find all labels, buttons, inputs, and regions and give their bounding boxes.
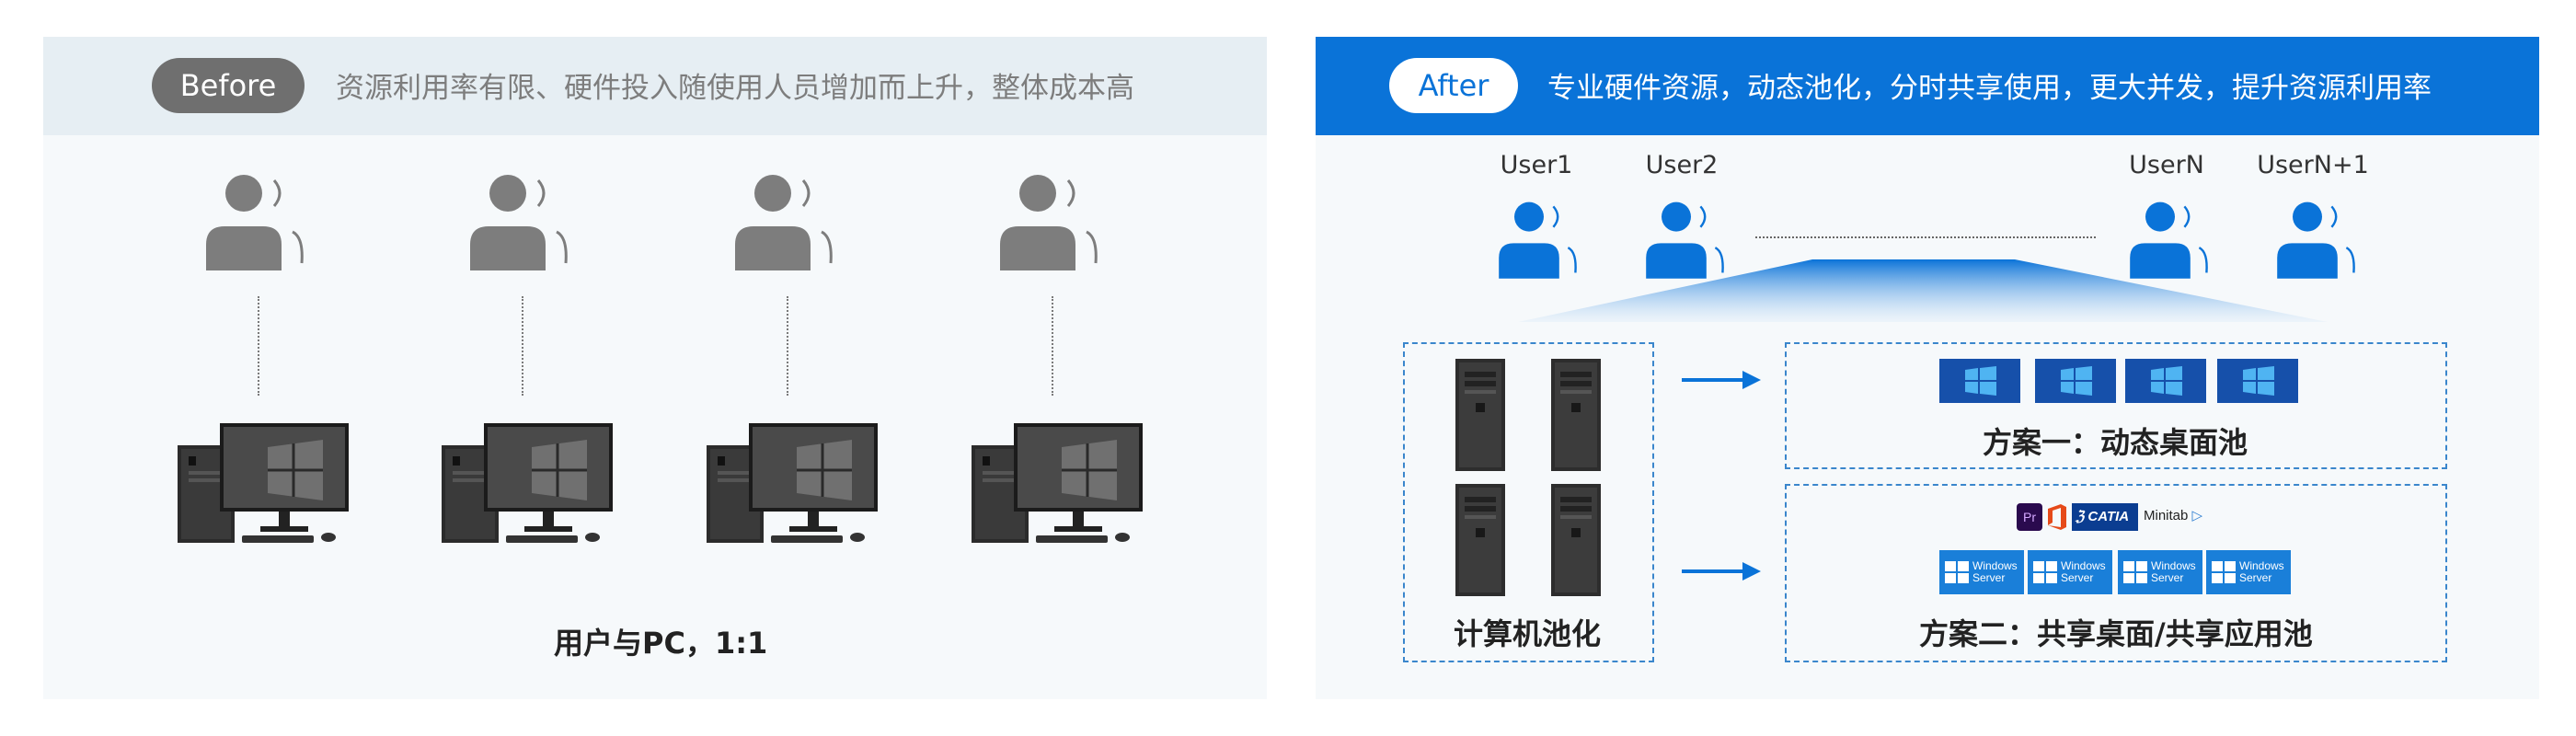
user-icon xyxy=(202,173,313,274)
user-icon xyxy=(731,173,842,274)
connector-line xyxy=(522,296,523,396)
after-badge: After xyxy=(1389,58,1518,113)
user-icon xyxy=(996,173,1107,274)
server-icon xyxy=(1455,484,1505,596)
windows-desktop-icon xyxy=(2125,359,2206,403)
user-label-n: UserN xyxy=(2102,151,2231,179)
arrow-right-icon xyxy=(1682,559,1761,583)
arrow-right-icon xyxy=(1682,368,1761,392)
before-badge: Before xyxy=(152,58,305,113)
connector-line xyxy=(258,296,259,396)
user-label-2: User2 xyxy=(1617,151,1746,179)
resource-beam xyxy=(1518,258,2328,331)
pc-icon xyxy=(440,420,615,548)
user-label-n1: UserN+1 xyxy=(2248,151,2377,179)
minitab-label: Minitab xyxy=(2144,508,2188,523)
users-ellipsis-line xyxy=(1755,236,2096,238)
scheme2-title: 方案二：共享桌面/共享应用池 xyxy=(1919,611,2313,653)
after-header-text: 专业硬件资源，动态池化，分时共享使用，更大并发，提升资源利用率 xyxy=(1547,64,2432,106)
server-icon xyxy=(1551,484,1601,596)
pc-icon xyxy=(705,420,880,548)
minitab-icon: Minitab ▷ xyxy=(2144,507,2202,535)
connector-line xyxy=(787,296,788,396)
server-icon xyxy=(1455,359,1505,471)
windows-desktop-icon xyxy=(2035,359,2116,403)
connector-line xyxy=(1052,296,1053,396)
windows-desktop-icon xyxy=(2217,359,2298,403)
user-icon xyxy=(466,173,577,274)
windows-desktop-icon xyxy=(1939,359,2020,403)
user-label-1: User1 xyxy=(1472,151,1601,179)
before-header-text: 资源利用率有限、硬件投入随使用人员增加而上升，整体成本高 xyxy=(336,64,1134,106)
pc-icon xyxy=(970,420,1144,548)
office-icon xyxy=(2046,503,2068,531)
pool-caption: 计算机池化 xyxy=(1454,611,1601,653)
catia-icon: ℨ CATIA xyxy=(2072,503,2138,531)
before-header: Before 资源利用率有限、硬件投入随使用人员增加而上升，整体成本高 xyxy=(43,37,1267,135)
pc-icon xyxy=(176,420,351,548)
server-icon xyxy=(1551,359,1601,471)
after-header: After 专业硬件资源，动态池化，分时共享使用，更大并发，提升资源利用率 xyxy=(1316,37,2539,135)
before-panel: Before 资源利用率有限、硬件投入随使用人员增加而上升，整体成本高 xyxy=(43,37,1267,699)
before-caption: 用户与PC，1:1 xyxy=(554,620,767,662)
scheme1-title: 方案一：动态桌面池 xyxy=(1983,420,2248,462)
catia-label: CATIA xyxy=(2087,509,2129,524)
premiere-icon: Pr xyxy=(2017,503,2042,531)
